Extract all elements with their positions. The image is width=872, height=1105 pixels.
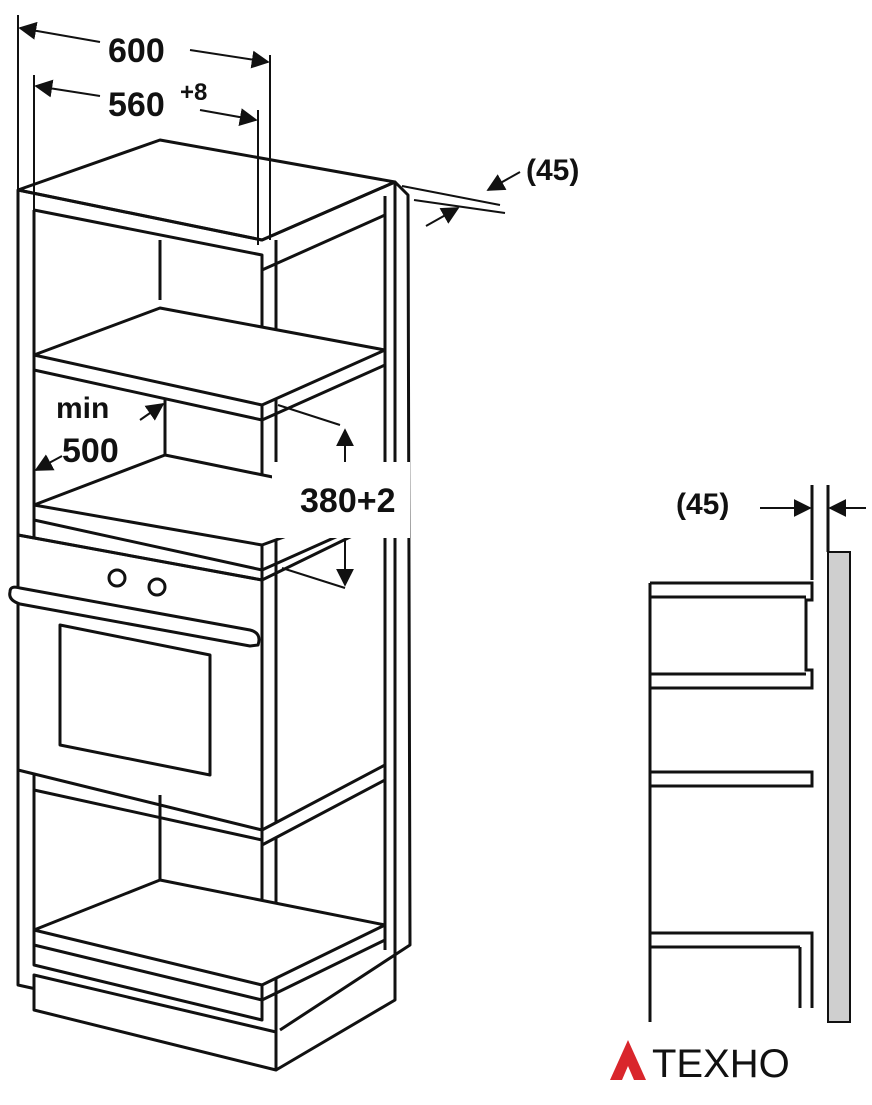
depth-offset-side-label: (45) [676,488,729,521]
niche-height-label-bg [272,462,410,538]
oven-handle [8,585,261,648]
dimension-lines [17,15,521,589]
niche-width-label: 560 [108,86,165,124]
niche-height-label: 380+2 [300,482,396,520]
upper-shelf [32,306,387,407]
cabinet-top [16,138,397,242]
side-section-view [648,485,866,1023]
brand-logo: ТЕХНО [606,1036,856,1086]
cabinet-side [261,180,412,1032]
lower-shelf [260,763,387,847]
bottom-panel [32,878,387,987]
brand-logo-text: ТЕХНО [652,1042,790,1084]
niche-width-tolerance: +8 [180,79,207,106]
min-label: min [56,392,109,425]
oven-window [58,623,212,777]
side-wall-panel [827,551,851,1023]
overall-width-label: 600 [108,32,165,70]
built-in-oven [8,518,386,832]
tall-cabinet [8,138,412,1072]
brand-logo-mark: ТЕХНО [610,1040,790,1086]
min-depth-label: 500 [62,432,119,470]
oven-knob [107,568,127,588]
oven-knob [147,577,167,597]
depth-offset-top-label: (45) [526,154,579,187]
brand-logo-triangle [610,1040,646,1080]
plinth [32,973,278,1072]
